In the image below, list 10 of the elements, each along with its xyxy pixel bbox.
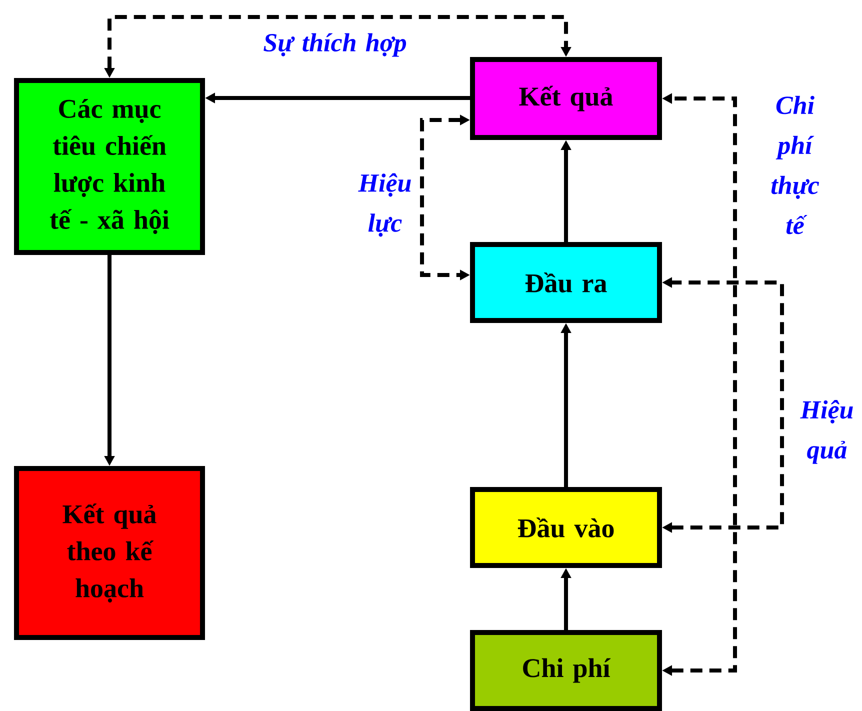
edge-label: Sự thích hợp <box>264 33 406 57</box>
edge-label: Hiệu lực <box>358 173 411 237</box>
process-box: Kết quả <box>470 57 662 140</box>
process-box: Chi phí <box>470 630 662 711</box>
process-box: Kết quả theo kế hoạch <box>14 466 205 640</box>
edge-label: Hiệu quả <box>800 400 853 464</box>
process-box: Các mục tiêu chiến lược kinh tế - xã hội <box>14 78 205 255</box>
edge-label: Chi phí thực tế <box>771 96 820 234</box>
process-box: Đầu vào <box>470 487 662 568</box>
process-box: Đầu ra <box>470 242 662 323</box>
